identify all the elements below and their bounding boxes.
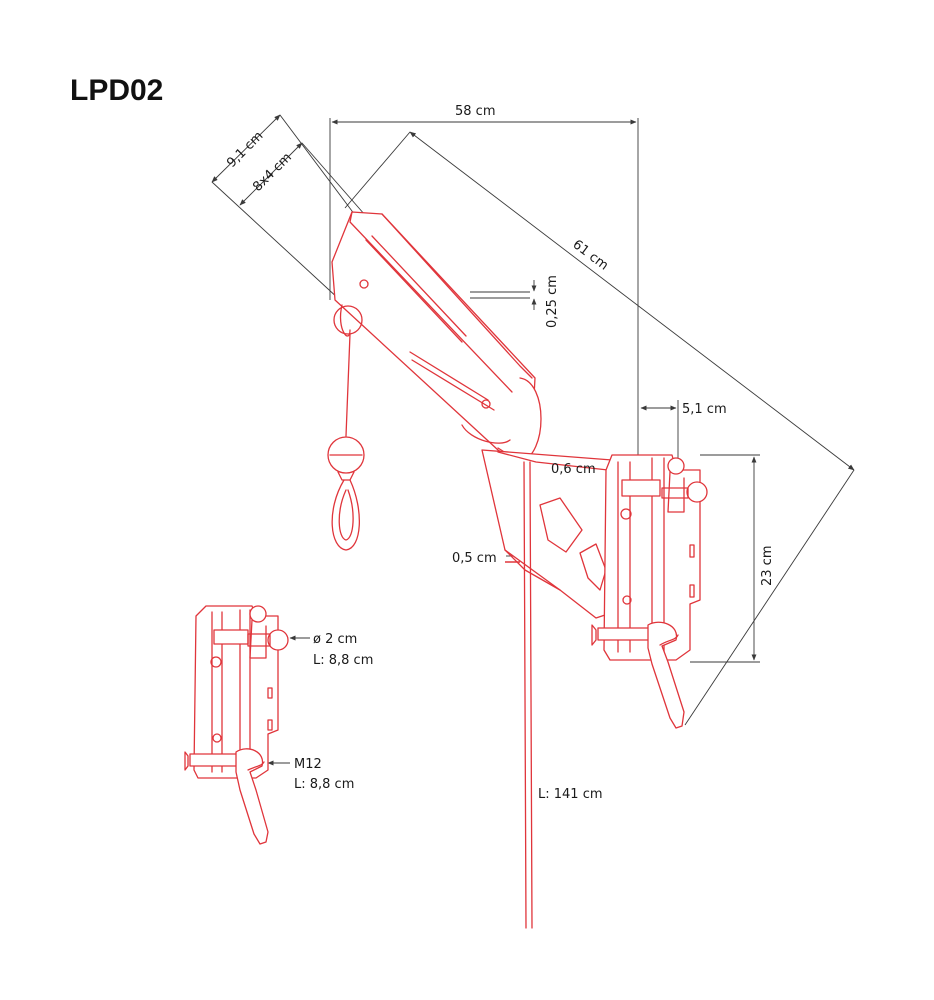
label-bolt-size: M12	[294, 757, 322, 772]
label-cable-length: L: 141 cm	[538, 787, 603, 802]
label-wall-thickness: 0,25 cm	[545, 275, 560, 328]
label-pin-length: L: 8,8 cm	[313, 653, 373, 668]
label-plate-thickness: 0,6 cm	[551, 462, 596, 477]
label-width-top: 58 cm	[455, 104, 496, 119]
label-bracket-height: 23 cm	[760, 546, 775, 587]
label-depth-a: 9,1 cm	[224, 129, 266, 171]
wall-bracket-main	[591, 454, 708, 729]
main-arm	[327, 211, 621, 929]
label-bracket-offset: 5,1 cm	[682, 402, 727, 417]
label-pin-diameter: ø 2 cm	[313, 632, 357, 647]
label-cable-gap: 0,5 cm	[452, 551, 497, 566]
label-depth-b: 8x4 cm	[250, 150, 295, 195]
label-bolt-length: L: 8,8 cm	[294, 777, 354, 792]
label-arm-length: 61 cm	[570, 237, 611, 273]
wall-bracket-detail	[184, 605, 289, 845]
product-title: LPD02	[70, 74, 163, 107]
